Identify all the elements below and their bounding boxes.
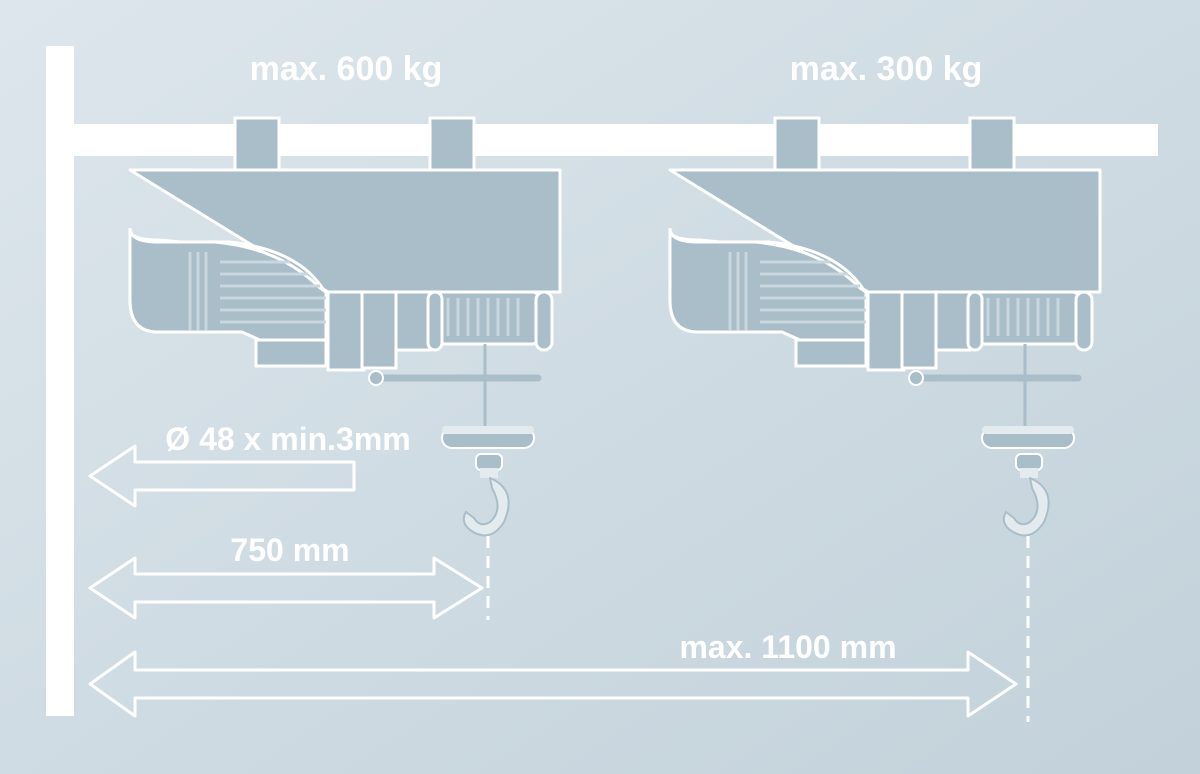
reach-max-label: max. 1100 mm [679,629,896,665]
load-left-label: max. 600 kg [250,50,443,88]
reach-min-arrow-icon [88,556,484,620]
tube-spec-label: Ø 48 x min.3mm [165,421,410,457]
reach-max-arrow-icon [88,650,1018,718]
mounting-post [46,46,74,716]
load-right-label: max. 300 kg [790,50,983,88]
reach-min-label: 750 mm [230,532,349,568]
tube-arrow-icon [88,444,356,508]
